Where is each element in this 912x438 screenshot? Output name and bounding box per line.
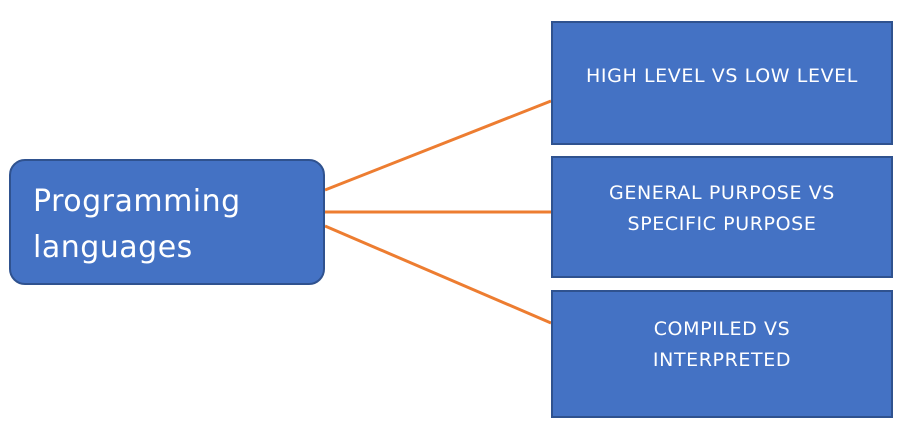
branch-node-label-line2: INTERPRETED [652,349,792,371]
branch-node-label-line2: SPECIFIC PURPOSE [627,213,817,235]
branch-node-general-vs-specific-purpose[interactable]: GENERAL PURPOSE VS SPECIFIC PURPOSE [551,156,893,278]
root-node-label-line2: languages [33,230,193,265]
branch-node-label-line1: HIGH LEVEL VS LOW LEVEL [586,65,858,87]
connector-root-to-compiled [324,224,552,325]
branch-node-label-line1: GENERAL PURPOSE VS [609,182,835,204]
root-node-programming-languages[interactable]: Programming languages [9,159,325,285]
branch-node-label-line1: COMPILED VS [653,318,791,340]
root-node-label-line1: Programming [33,184,241,219]
branch-node-compiled-vs-interpreted[interactable]: COMPILED VS INTERPRETED [551,290,893,418]
branch-node-high-vs-low-level[interactable]: HIGH LEVEL VS LOW LEVEL [551,21,893,145]
connector-root-to-high-level [324,99,552,192]
